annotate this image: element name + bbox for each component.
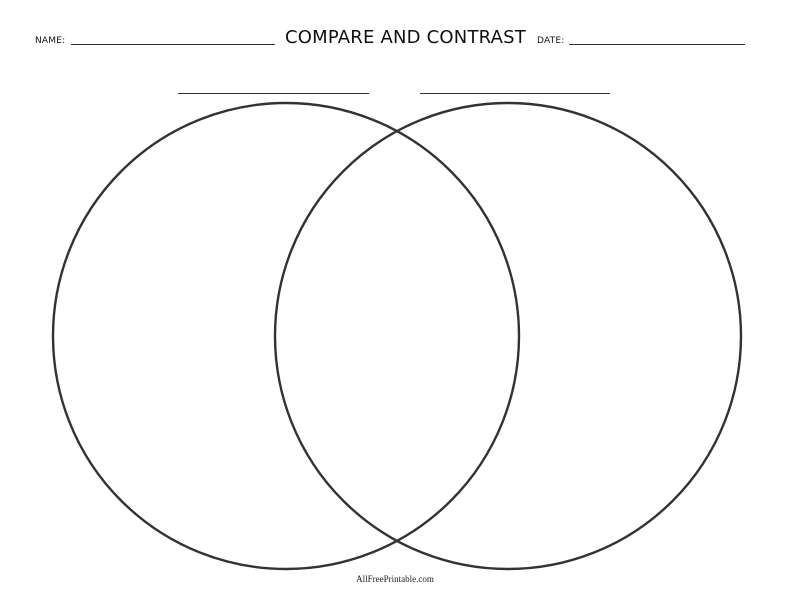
name-label: NAME:	[35, 36, 66, 46]
right-circle	[273, 101, 743, 571]
page-title: COMPARE AND CONTRAST	[285, 27, 526, 48]
name-field-line[interactable]	[71, 44, 275, 45]
left-heading-line[interactable]	[178, 93, 369, 94]
right-heading-line[interactable]	[420, 93, 610, 94]
date-field-line[interactable]	[569, 44, 745, 45]
left-circle	[51, 101, 521, 571]
date-label: DATE:	[537, 36, 565, 46]
footer-credit: AllFreePrintable.com	[356, 574, 434, 584]
